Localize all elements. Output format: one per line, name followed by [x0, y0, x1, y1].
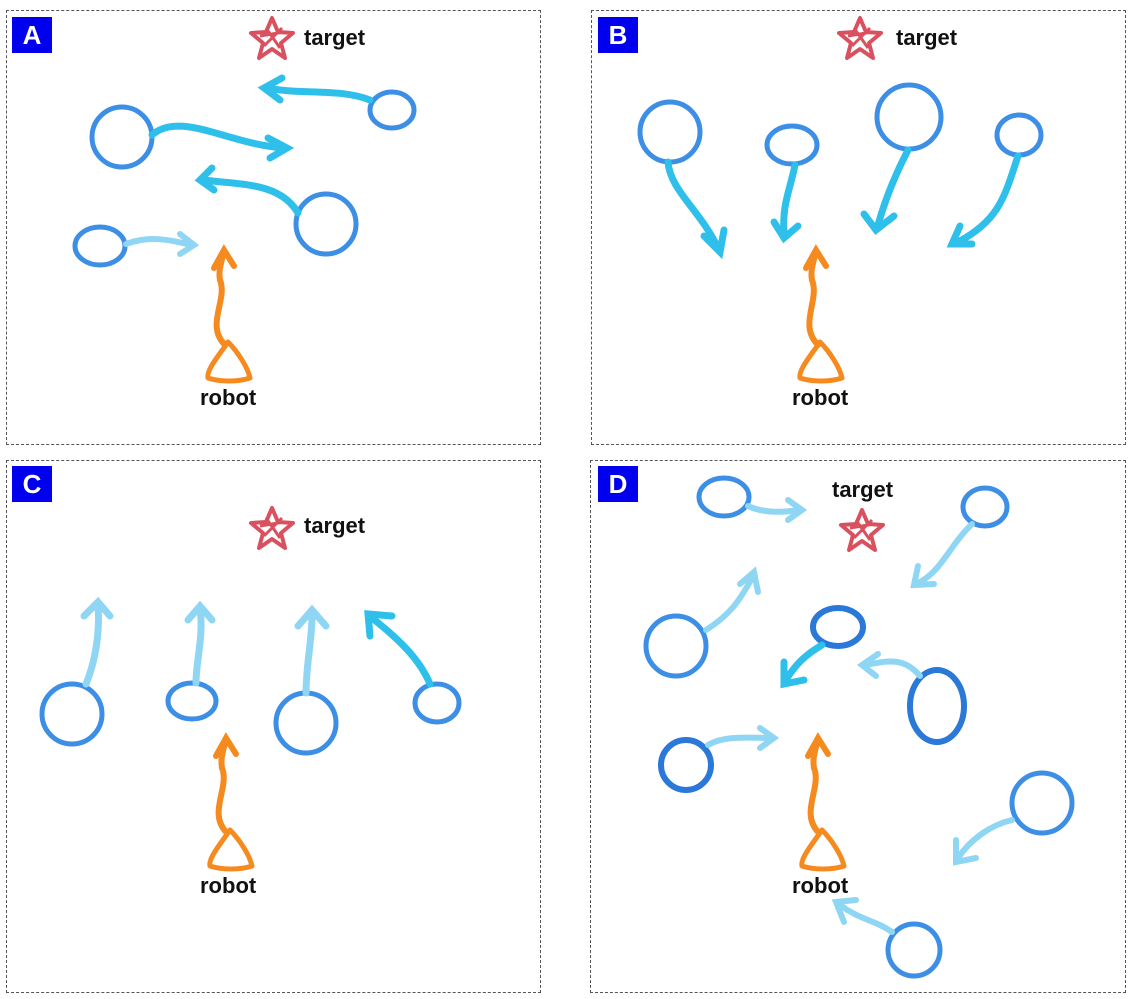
panel-a [6, 10, 541, 445]
panel-b [591, 10, 1126, 445]
panel-b-badge: B [598, 17, 638, 53]
panel-d-badge: D [598, 466, 638, 502]
panel-c [6, 460, 541, 993]
panel-a-target-label: target [304, 25, 366, 50]
panel-d [590, 460, 1126, 993]
panel-c-badge: C [12, 466, 52, 502]
panel-d-robot-label: robot [792, 873, 849, 898]
panel-c-robot-label: robot [200, 873, 257, 898]
panel-a-badge: A [12, 17, 52, 53]
panel-a-robot-label: robot [200, 385, 257, 410]
panel-d-target-label: target [832, 477, 894, 502]
panel-b-target-label: target [896, 25, 958, 50]
panel-b-robot-label: robot [792, 385, 849, 410]
panel-c-target-label: target [304, 513, 366, 538]
